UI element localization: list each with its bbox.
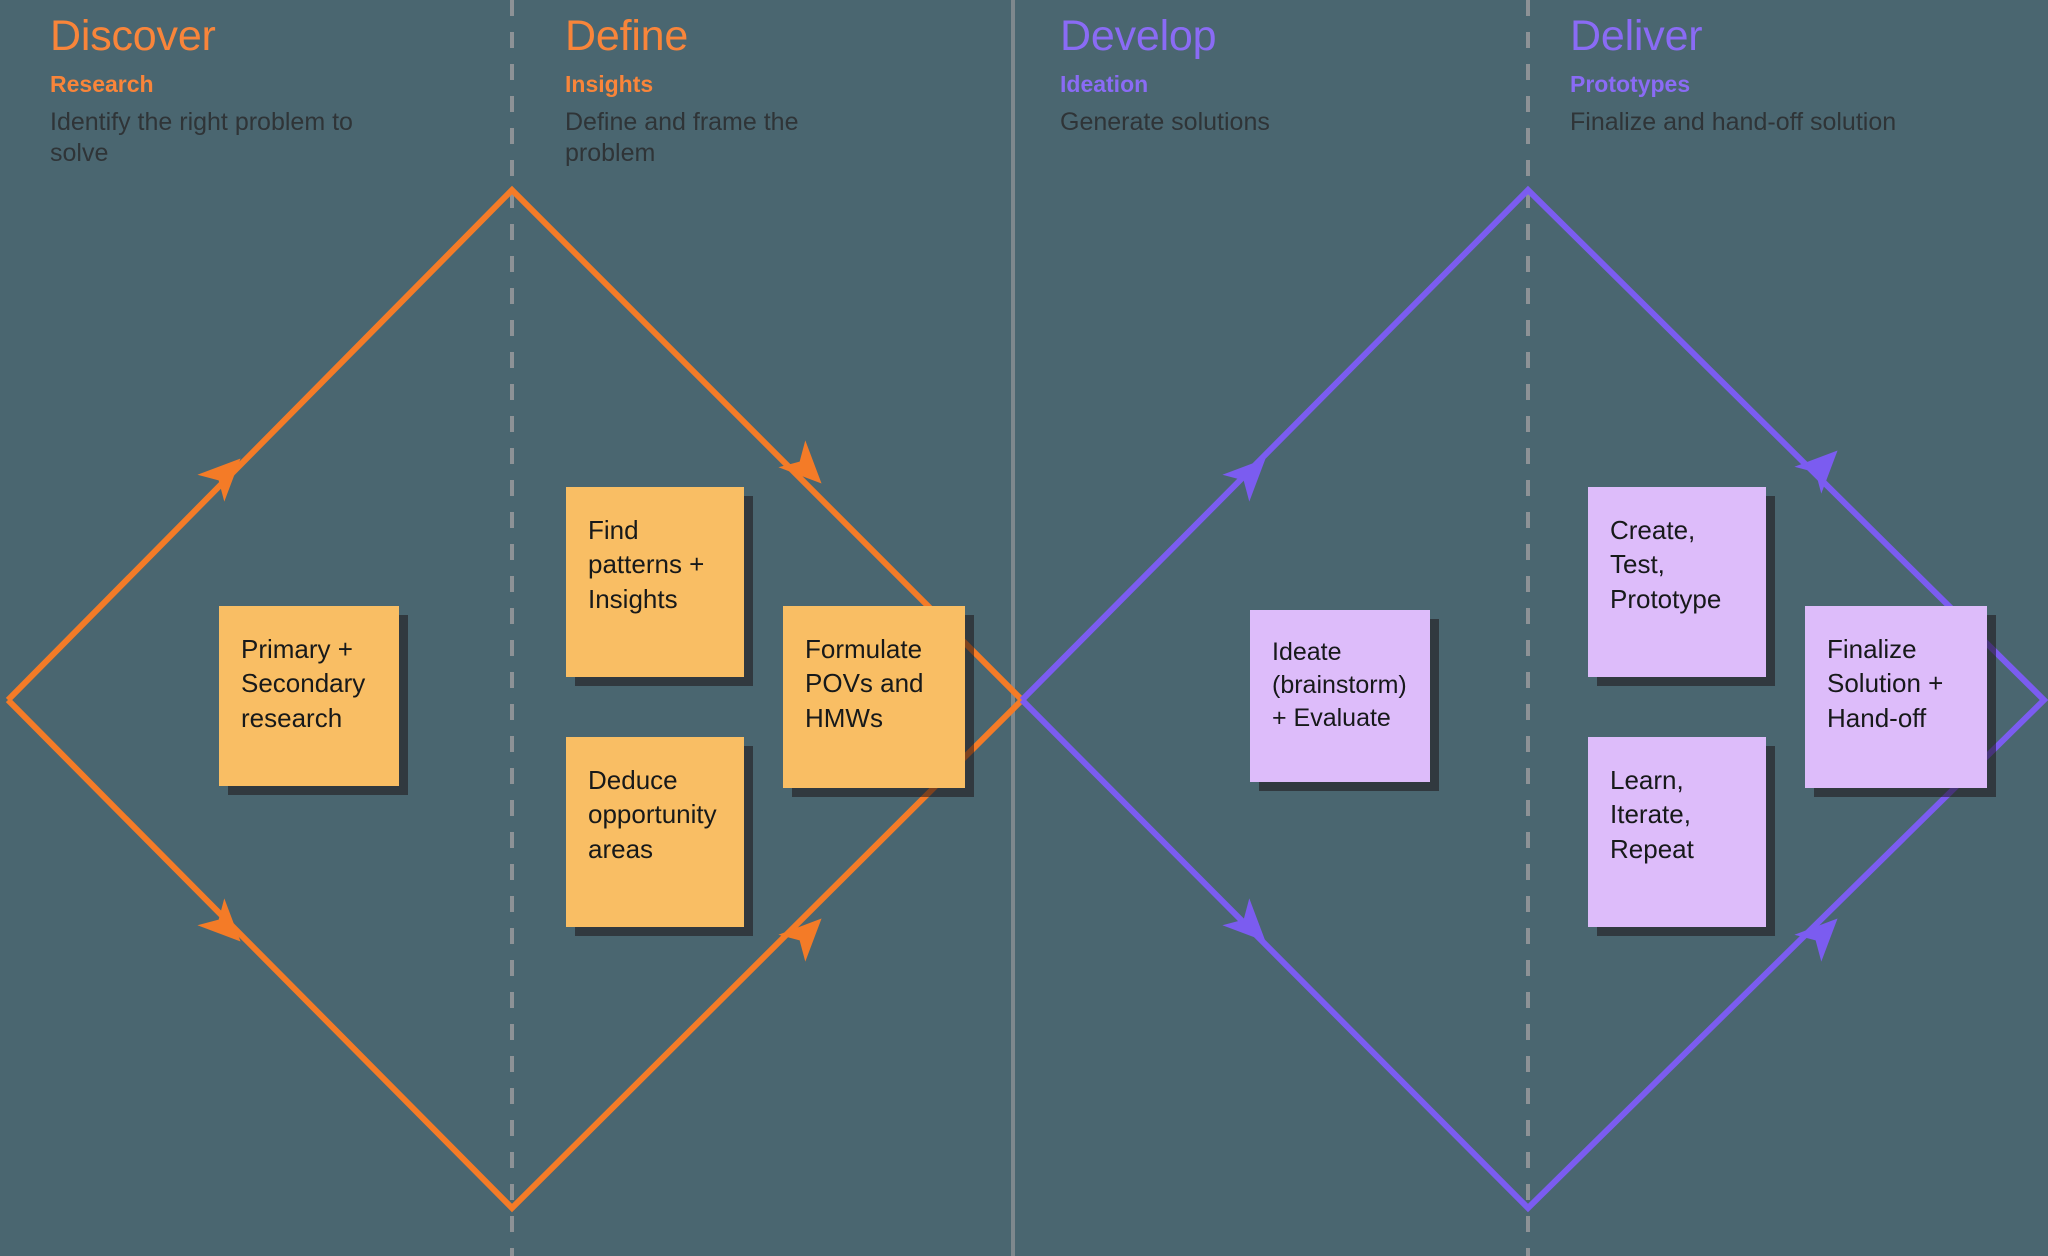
- arrowhead-icon: [1222, 458, 1266, 502]
- arrowhead-icon: [197, 458, 241, 502]
- note-line: Deduce: [588, 765, 678, 795]
- note-line: HMWs: [805, 702, 883, 733]
- note-line: Test,: [1610, 549, 1665, 580]
- arrowhead-icon: [778, 918, 822, 962]
- column-description-develop: Generate solutions: [1060, 108, 1270, 137]
- column-header-develop: Develop Ideation Generate solutions: [1060, 12, 1390, 138]
- note-line: Create,: [1610, 515, 1696, 545]
- sticky-note-formulate-povs-hmws[interactable]: Formulate POVs and HMWs: [783, 606, 965, 788]
- note-line: Formulate: [805, 634, 923, 664]
- arrowhead-group-purple: [1222, 450, 1838, 962]
- note-line: Insights: [588, 583, 678, 614]
- note-line: Repeat: [1610, 833, 1694, 864]
- column-subtitle-develop: Ideation: [1060, 71, 1149, 98]
- note-line: patterns +: [588, 549, 705, 580]
- column-subtitle-deliver: Prototypes: [1570, 71, 1691, 98]
- arrowhead-icon: [197, 898, 241, 942]
- note-line: (brainstorm): [1272, 671, 1407, 699]
- column-title-deliver: Deliver: [1570, 12, 1703, 60]
- note-line: Ideate: [1272, 638, 1342, 666]
- note-line: Finalize: [1827, 634, 1917, 664]
- note-line: research: [241, 702, 343, 733]
- arrowhead-group-orange: [197, 440, 822, 962]
- arrowhead-icon: [1222, 898, 1266, 942]
- column-subtitle-define: Insights: [565, 71, 654, 98]
- sticky-note-create-test-prototype[interactable]: Create, Test, Prototype: [1588, 487, 1766, 677]
- column-header-define: Define Insights Define and frame the pro…: [565, 12, 895, 168]
- note-line: Solution +: [1827, 668, 1944, 699]
- arrowhead-icon: [1794, 918, 1838, 962]
- note-line: POVs and: [805, 668, 924, 699]
- column-header-deliver: Deliver Prototypes Finalize and hand-off…: [1570, 12, 1900, 138]
- column-title-develop: Develop: [1060, 12, 1217, 60]
- sticky-note-learn-iterate-repeat[interactable]: Learn, Iterate, Repeat: [1588, 737, 1766, 927]
- sticky-note-deduce-opportunity-areas[interactable]: Deduce opportunity areas: [566, 737, 744, 927]
- column-description-discover: Identify the right problem to solve: [50, 108, 353, 167]
- diamond-develop-deliver: [1019, 185, 2048, 1213]
- arrowhead-icon: [778, 440, 822, 484]
- note-line: Prototype: [1610, 583, 1722, 614]
- note-line: Iterate,: [1610, 799, 1691, 830]
- arrowhead-icon: [1794, 450, 1838, 494]
- column-title-discover: Discover: [50, 12, 216, 60]
- note-line: opportunity: [588, 799, 717, 830]
- column-description-deliver: Finalize and hand-off solution: [1570, 108, 1897, 137]
- sticky-note-primary-research[interactable]: Primary + Secondary research: [219, 606, 399, 786]
- column-description-define: Define and frame the problem: [565, 108, 799, 167]
- sticky-note-ideate-evaluate[interactable]: Ideate (brainstorm) + Evaluate: [1250, 610, 1430, 782]
- note-line: + Evaluate: [1272, 704, 1391, 732]
- column-header-discover: Discover Research Identify the right pro…: [50, 12, 380, 168]
- sticky-note-find-patterns[interactable]: Find patterns + Insights: [566, 487, 744, 677]
- column-title-define: Define: [565, 12, 689, 60]
- note-line: Secondary: [241, 668, 366, 699]
- note-line: Find: [588, 515, 639, 545]
- column-subtitle-discover: Research: [50, 71, 154, 98]
- note-line: areas: [588, 833, 654, 864]
- note-line: Primary +: [241, 634, 353, 664]
- note-line: Hand-off: [1827, 702, 1927, 733]
- sticky-note-finalize-solution-handoff[interactable]: Finalize Solution + Hand-off: [1805, 606, 1987, 788]
- note-line: Learn,: [1610, 765, 1684, 795]
